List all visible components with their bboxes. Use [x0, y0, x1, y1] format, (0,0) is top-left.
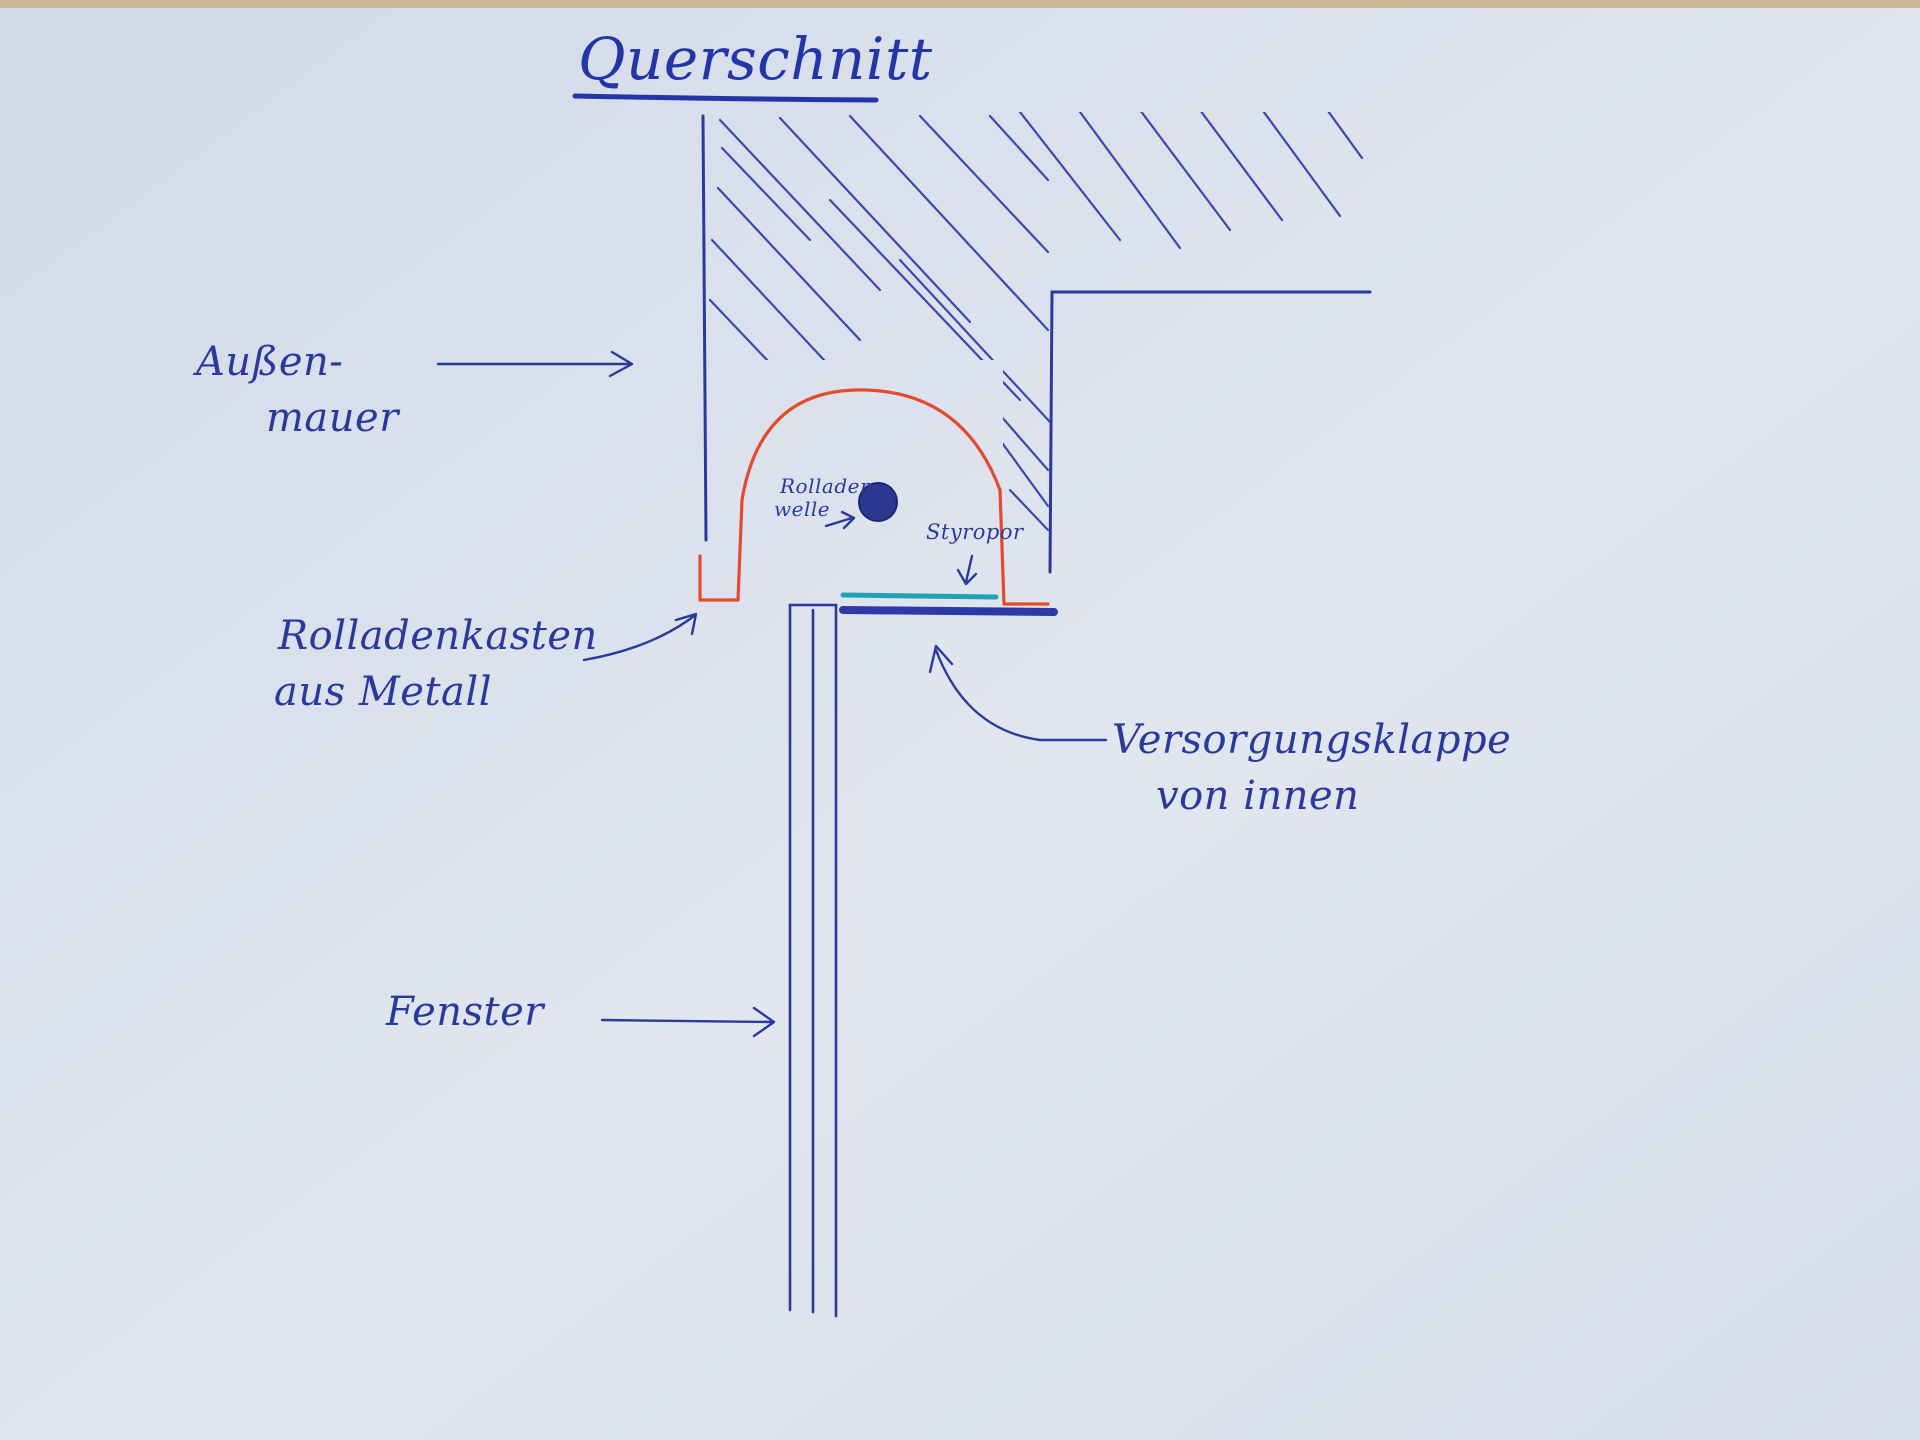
- wall-arrow: [436, 350, 634, 378]
- label-insulation: Styropor: [926, 520, 1024, 544]
- label-outer-wall-line2: mauer: [266, 395, 399, 441]
- service-flap-arrow: [928, 644, 1108, 742]
- diagram-title: Querschnitt: [578, 25, 933, 93]
- label-shutter-box-line2: aus Metall: [274, 669, 492, 715]
- wall-outline: [701, 114, 1372, 574]
- label-service-flap-line1: Versorgungsklappe: [1112, 717, 1512, 763]
- label-service-flap-line2: von innen: [1156, 773, 1360, 819]
- service-flap: [839, 606, 1058, 616]
- label-outer-wall-line1: Außen-: [196, 339, 344, 385]
- label-service-flap: Versorgungsklappe von innen: [1112, 720, 1511, 816]
- paper-background: [0, 8, 1920, 1440]
- window-frame: [788, 603, 838, 1318]
- label-shutter-box: Rolladenkasten aus Metall: [274, 613, 598, 712]
- window-arrow: [600, 1006, 776, 1038]
- label-outer-wall: Außen- mauer: [196, 342, 399, 438]
- shutter-box-casing: [698, 388, 1050, 606]
- shutter-shaft: [858, 482, 898, 522]
- title-underline: [572, 93, 879, 103]
- insulation-arrow: [956, 554, 978, 586]
- shutter-shaft-arrow: [824, 510, 856, 530]
- shutter-box-arrow: [582, 612, 698, 662]
- label-shutter-box-line1: Rolladenkasten: [278, 613, 598, 659]
- label-window: Fenster: [386, 989, 544, 1035]
- insulation-strip: [840, 592, 999, 600]
- label-shutter-shaft-line2: welle: [774, 497, 831, 521]
- label-arrows: [436, 350, 1108, 1038]
- label-shutter-shaft: Rolladen- welle: [774, 474, 881, 519]
- label-shutter-shaft-line1: Rolladen-: [780, 474, 881, 498]
